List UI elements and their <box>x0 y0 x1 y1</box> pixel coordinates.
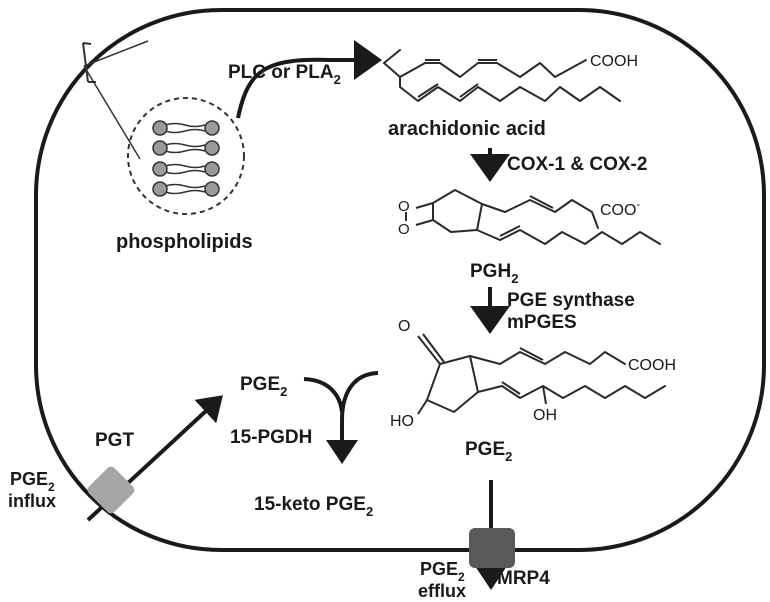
pge2-main-label: PGE2 <box>465 439 512 464</box>
phospholipid-to-aa-arrow <box>236 40 382 119</box>
pgdh-branch <box>303 377 344 413</box>
pge-oh-label: OH <box>533 407 557 424</box>
keto-pge2-label: 15-keto PGE2 <box>254 494 373 519</box>
arachidonic-acid-structure <box>383 49 621 102</box>
pge-synthase-label: PGE synthase <box>507 290 635 311</box>
influx-label: influx <box>8 491 56 511</box>
pge2-left-label: PGE2 <box>240 374 287 399</box>
pge2-structure <box>417 333 666 415</box>
efflux-label: efflux <box>418 581 466 601</box>
cell-membrane <box>34 8 766 552</box>
arachidonic-acid-label: arachidonic acid <box>388 118 546 140</box>
pgh-coo-label: COO- <box>600 199 640 219</box>
pgdh-arrow <box>326 371 379 464</box>
phospholipid-bilayer-icon <box>82 40 245 215</box>
aa-cooh-label: COOH <box>590 53 638 70</box>
pge-o-label: O <box>398 318 410 335</box>
mrp4-label: MRP4 <box>497 568 550 589</box>
pgh-o2: O <box>398 221 410 238</box>
pge-cooh-label: COOH <box>628 357 676 374</box>
pgt-label: PGT <box>95 430 134 451</box>
influx-pge2-label: PGE2 <box>10 469 55 494</box>
pgh-o1: O <box>398 198 410 215</box>
pge-ho-label: HO <box>390 413 414 430</box>
mpges-label: mPGES <box>507 312 577 333</box>
pgdh-label: 15-PGDH <box>230 427 312 448</box>
phospholipids-label: phospholipids <box>116 231 253 253</box>
pgh2-structure <box>405 189 661 245</box>
pgt-transporter <box>87 466 135 514</box>
pgh2-label: PGH2 <box>470 261 518 286</box>
cox-label: COX-1 & COX-2 <box>507 154 647 175</box>
plc-label: PLC or PLA2 <box>228 62 341 87</box>
mrp4-transporter <box>469 528 515 568</box>
efflux-pge2-label: PGE2 <box>420 559 465 584</box>
